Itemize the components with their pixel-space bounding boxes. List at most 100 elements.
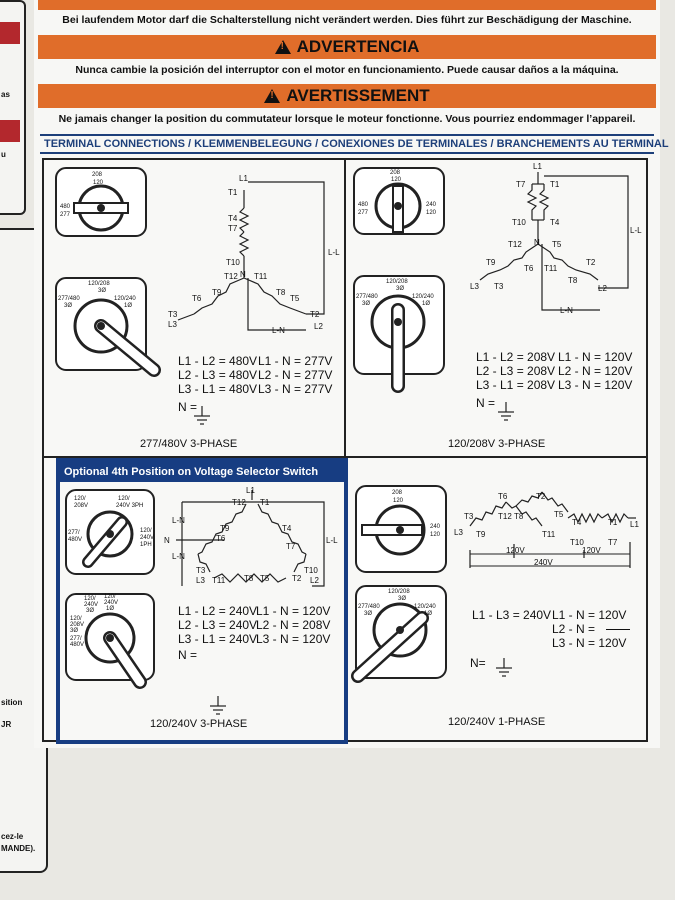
switch-label: 120/ <box>140 528 152 534</box>
side-text: sition <box>1 698 23 707</box>
terminal-label: T4 <box>228 214 238 223</box>
voltage-equation: L1 - N = 120V <box>558 350 633 364</box>
switch-label: 3Ø <box>98 288 107 294</box>
terminal-label: T1 <box>550 180 560 189</box>
panel-120-240-1phase: 208 120 240 120 120/208 3Ø 277/480 3Ø 12… <box>346 458 646 740</box>
switch-label: 120/240 <box>412 294 434 300</box>
side-text: MANDE). <box>1 844 36 853</box>
switch-label: 120 <box>430 532 441 538</box>
terminal-label: T3 <box>494 282 504 291</box>
terminal-label: T9 <box>486 258 496 267</box>
terminal-label: T2 <box>310 310 320 319</box>
switch-label: 3Ø <box>364 611 373 617</box>
wiring-diagram <box>55 167 325 425</box>
switch-label: 240V <box>104 600 119 606</box>
terminal-label: T7 <box>228 224 238 233</box>
terminal-label: L-N <box>172 516 185 525</box>
voltage-equation: L3 - N = 277V <box>258 382 333 396</box>
phase-title: 120/240V 1-PHASE <box>448 716 546 728</box>
voltage-equation: L2 - L3 = 208V <box>476 364 556 378</box>
voltage-equation: L3 - L1 = 208V <box>476 378 556 392</box>
switch-label: 3Ø <box>70 628 79 634</box>
switch-label: 120/240 <box>114 296 136 302</box>
voltage-equation: L3 - L1 = 480V <box>178 382 258 396</box>
terminal-label: T8 <box>244 574 254 583</box>
side-text: u <box>1 150 6 159</box>
terminal-label: L-L <box>326 536 338 545</box>
terminal-label: 240V <box>534 558 553 567</box>
switch-label: 240 <box>426 202 437 208</box>
terminal-label: L1 <box>533 162 542 171</box>
switch-label: 1Ø <box>124 303 133 309</box>
switch-label: 208 <box>92 172 103 178</box>
switch-label: 120/ <box>104 594 116 600</box>
switch-label: 240V <box>140 535 155 541</box>
switch-label: 277 <box>358 210 369 216</box>
voltage-equation: L2 - N = 120V <box>558 364 633 378</box>
voltage-equation: N= <box>470 656 486 670</box>
phase-title: 120/208V 3-PHASE <box>448 438 546 450</box>
divider <box>344 160 346 740</box>
terminal-label: T7 <box>286 542 296 551</box>
switch-label: 277/ <box>68 530 80 536</box>
warning-bar-fr: AVERTISSEMENT <box>38 84 656 108</box>
switch-label: 120/ <box>74 496 86 502</box>
switch-label: 3Ø <box>86 608 95 614</box>
terminal-label: T3 <box>168 310 178 319</box>
switch-label: 120/ <box>70 616 82 622</box>
phase-title: 120/240V 3-PHASE <box>150 718 248 730</box>
terminal-label: T10 <box>226 258 240 267</box>
terminal-label: T12 <box>508 240 522 249</box>
terminal-label: T8 <box>514 512 524 521</box>
switch-label: 277/480 <box>356 294 378 300</box>
switch-label: 120 <box>93 180 104 186</box>
terminal-heading: TERMINAL CONNECTIONS / KLEMMENBELEGUNG /… <box>40 134 669 154</box>
panel-120-208-3phase: 208 120 480 277 240 120 120/208 3Ø 277/4… <box>346 160 646 456</box>
terminal-label: N <box>240 270 246 279</box>
red-tab <box>0 120 20 142</box>
voltage-equation: L1 - N = 120V <box>552 608 627 622</box>
voltage-equation: L2 - N = <box>552 622 596 636</box>
terminal-label: T5 <box>290 294 300 303</box>
terminal-label: L3 <box>168 320 177 329</box>
switch-label: 480V <box>70 642 85 648</box>
voltage-equation: L1 - L3 = 240V <box>472 608 552 622</box>
warning-heading-es: ADVERTENCIA <box>296 37 420 56</box>
terminal-label: T10 <box>570 538 584 547</box>
wiring-diagram <box>351 485 636 683</box>
terminal-label: T4 <box>572 518 582 527</box>
warning-bar-de <box>38 0 656 10</box>
terminal-label: T3 <box>464 512 474 521</box>
red-tab <box>0 22 20 44</box>
terminal-label: T6 <box>498 492 508 501</box>
terminal-label: T2 <box>292 574 302 583</box>
warning-heading-fr: AVERTISSEMENT <box>286 86 430 105</box>
terminal-label: L-N <box>272 326 285 335</box>
terminal-label: 120V <box>506 546 525 555</box>
voltage-equation: L3 - N = 120V <box>256 632 331 646</box>
switch-label: 3Ø <box>398 596 407 602</box>
side-text: as <box>1 90 10 99</box>
terminal-label: 120V <box>582 546 601 555</box>
terminal-label: L3 <box>196 576 205 585</box>
terminal-label: T11 <box>212 576 226 585</box>
switch-label: 480 <box>60 204 71 210</box>
terminal-label: T5 <box>554 510 564 519</box>
terminal-label: T9 <box>476 530 486 539</box>
terminal-label: T9 <box>212 288 222 297</box>
terminal-label: N <box>164 536 170 545</box>
switch-label: 120/ <box>84 596 96 602</box>
side-text: cez-le <box>1 832 24 841</box>
switch-label: 277/480 <box>58 296 80 302</box>
terminal-label: T1 <box>608 518 618 527</box>
terminal-label: L-L <box>630 226 642 235</box>
switch-label: 120 <box>426 210 437 216</box>
terminal-label: L2 <box>310 576 319 585</box>
terminal-label: L-N <box>560 306 573 315</box>
switch-label: 3Ø <box>362 301 371 307</box>
phase-title: 277/480V 3-PHASE <box>140 438 238 450</box>
voltage-equation: L2 - L3 = 240V <box>178 618 258 632</box>
switch-label: 277 <box>60 212 71 218</box>
switch-label: 480V <box>68 537 83 543</box>
warning-bar-es: ADVERTENCIA <box>38 35 656 59</box>
